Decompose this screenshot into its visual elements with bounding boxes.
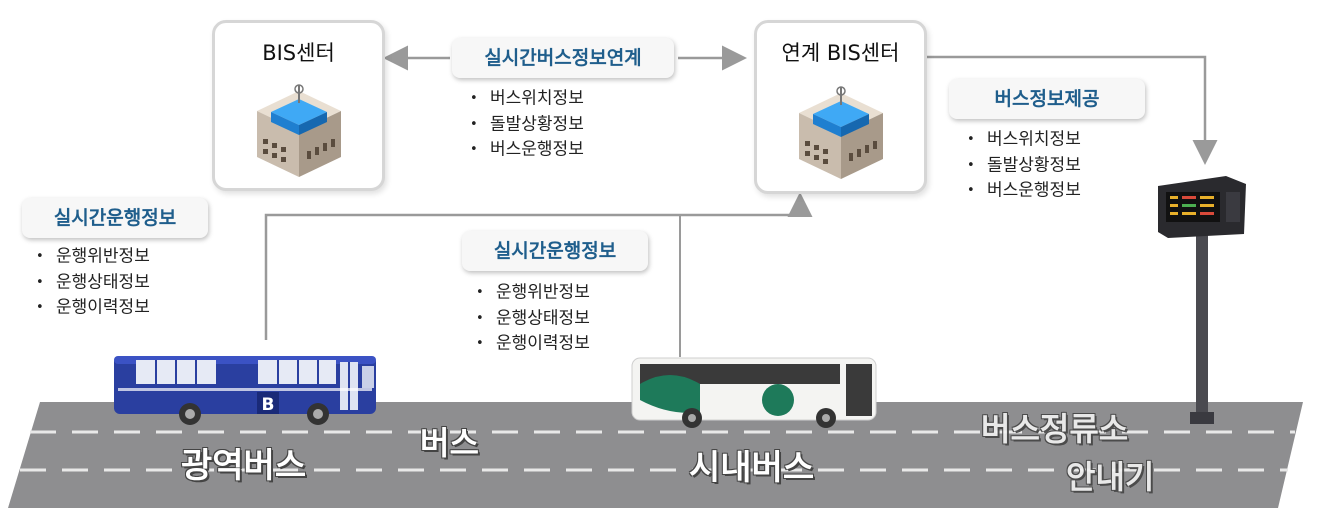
city-bus-label: 시내버스 bbox=[689, 448, 815, 488]
realtime-operation-list-left: 운행위반정보 운행상태정보 운행이력정보 bbox=[36, 244, 150, 321]
list-item: 운행이력정보 bbox=[476, 331, 590, 357]
arrow-to-stop-display bbox=[925, 55, 1218, 165]
list-item: 운행위반정보 bbox=[476, 280, 590, 306]
list-item: 버스위치정보 bbox=[470, 86, 584, 112]
bis-center-title: BIS센터 bbox=[262, 41, 335, 65]
bus-stop-display-label-line1: 버스정류소 bbox=[981, 410, 1129, 448]
realtime-link-label: 실시간버스정보연계 bbox=[452, 38, 674, 78]
bis-center-box: BIS센터 bbox=[212, 20, 385, 191]
linked-bis-center-title: 연계 BIS센터 bbox=[781, 41, 900, 65]
list-item: 운행상태정보 bbox=[36, 270, 150, 296]
list-item: 운행상태정보 bbox=[476, 306, 590, 332]
list-item: 버스운행정보 bbox=[967, 178, 1081, 204]
list-item: 버스위치정보 bbox=[967, 127, 1081, 153]
city-bus-icon bbox=[631, 357, 877, 428]
realtime-operation-label-left: 실시간운행정보 bbox=[22, 198, 208, 238]
realtime-operation-list-mid: 운행위반정보 운행상태정보 운행이력정보 bbox=[476, 280, 590, 357]
arrow-from-buses bbox=[264, 192, 813, 340]
list-item: 돌발상황정보 bbox=[967, 153, 1081, 179]
list-item: 돌발상황정보 bbox=[470, 112, 584, 138]
list-item: 버스운행정보 bbox=[470, 137, 584, 163]
linked-bis-center-box: 연계 BIS센터 bbox=[754, 20, 927, 194]
intercity-bus-label: 광역버스 bbox=[181, 446, 307, 486]
list-item: 운행위반정보 bbox=[36, 244, 150, 270]
bus-label: 버스 bbox=[420, 424, 479, 462]
realtime-operation-label-mid: 실시간운행정보 bbox=[462, 231, 648, 271]
bus-stop-display-icon bbox=[1158, 176, 1246, 424]
realtime-link-list: 버스위치정보 돌발상황정보 버스운행정보 bbox=[470, 86, 584, 163]
road bbox=[8, 402, 1303, 508]
bus-info-provide-list: 버스위치정보 돌발상황정보 버스운행정보 bbox=[967, 127, 1081, 204]
building-icon bbox=[257, 84, 341, 177]
bus-info-provide-label: 버스정보제공 bbox=[949, 79, 1145, 119]
intercity-bus-icon: B bbox=[114, 356, 376, 425]
bus-badge: B bbox=[262, 395, 275, 415]
list-item: 운행이력정보 bbox=[36, 295, 150, 321]
building-icon bbox=[799, 86, 883, 179]
bus-stop-display-label-line2: 안내기 bbox=[1066, 458, 1155, 496]
